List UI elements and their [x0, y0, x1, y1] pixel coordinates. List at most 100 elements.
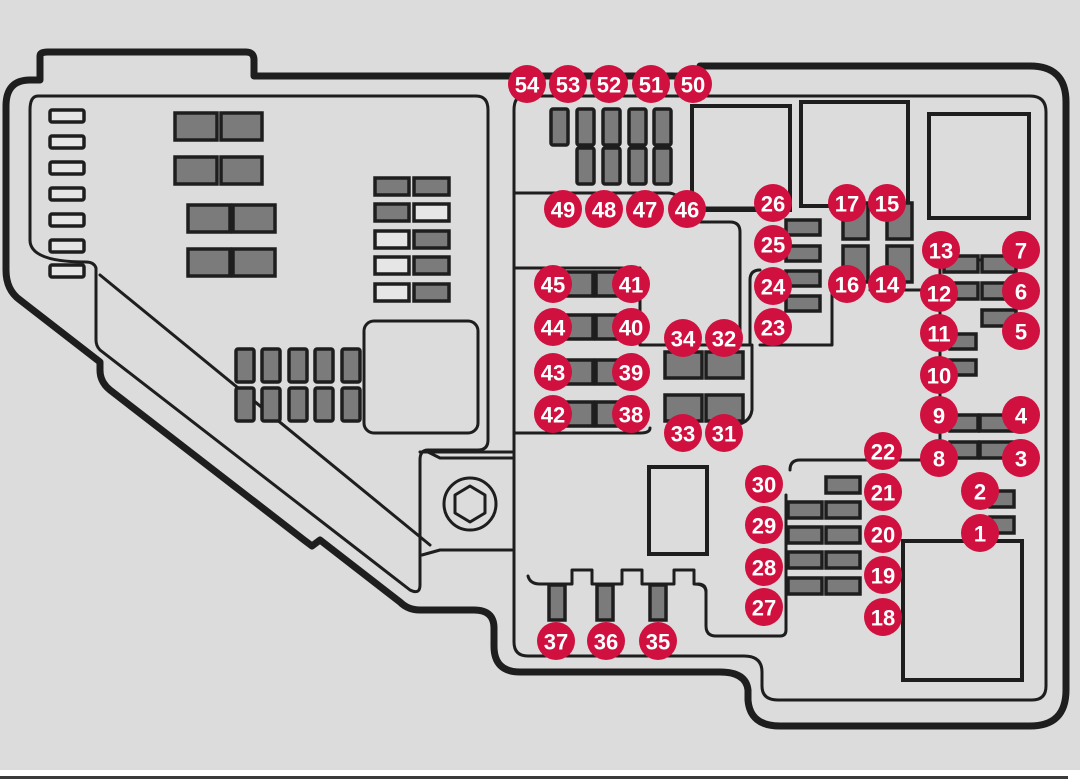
fuse-number-label: 3 — [1015, 447, 1027, 472]
fuse-badge-circle — [864, 556, 902, 594]
left-relay-socket — [362, 319, 480, 435]
fuse-number-label: 4 — [1015, 404, 1028, 429]
fuse-badge-circle — [587, 622, 625, 660]
fuse-badge-circle — [534, 308, 572, 346]
fuse-number-label: 39 — [619, 361, 643, 386]
fuse-badge-11: 11 — [920, 314, 958, 352]
fuse-number-label: 47 — [633, 198, 657, 223]
fuse-badge-circle — [922, 231, 960, 269]
fuse-badge-44: 44 — [534, 308, 572, 346]
fuse-number-label: 10 — [927, 364, 951, 389]
relay-socket-e — [647, 465, 709, 556]
relay-socket-d — [901, 539, 1024, 682]
fuse-badge-circle — [754, 267, 792, 305]
fuse-badge-circle — [668, 190, 706, 228]
fuse-badge-34: 34 — [664, 319, 702, 357]
fuse-badge-46: 46 — [668, 190, 706, 228]
fuse-badge-27: 27 — [745, 588, 783, 626]
fuse-number-label: 1 — [974, 522, 986, 547]
fuse-number-label: 7 — [1015, 239, 1027, 264]
bottom-rule — [0, 776, 1068, 779]
fuse-badge-circle — [612, 265, 650, 303]
top-vertical-fuses — [549, 107, 673, 186]
fuse-badge-19: 19 — [864, 556, 902, 594]
fuse-number-label: 46 — [675, 198, 699, 223]
fuse-badge-circle — [754, 225, 792, 263]
fuse-badge-circle — [920, 356, 958, 394]
fuse-badge-37: 37 — [537, 622, 575, 660]
fuse-badge-51: 51 — [632, 65, 670, 103]
fuse-badge-circle — [920, 314, 958, 352]
fuse-badge-22: 22 — [864, 432, 902, 470]
fuse-badge-41: 41 — [612, 265, 650, 303]
fuse-badge-circle — [590, 65, 628, 103]
fuse-badge-23: 23 — [754, 308, 792, 346]
fuse-badge-40: 40 — [612, 308, 650, 346]
fuse-badge-13: 13 — [922, 231, 960, 269]
fuse-badge-circle — [664, 414, 702, 452]
fuse-number-label: 14 — [875, 273, 900, 298]
fuse-badge-42: 42 — [534, 395, 572, 433]
left-slot-column — [48, 108, 86, 279]
fuse-badge-32: 32 — [705, 319, 743, 357]
fuses-31-34 — [663, 350, 745, 423]
fuse-number-label: 43 — [541, 361, 565, 386]
fuse-number-label: 19 — [871, 564, 895, 589]
fuse-number-label: 33 — [671, 422, 695, 447]
block-23-26-outline — [758, 278, 834, 347]
fuse-number-label: 23 — [761, 316, 785, 341]
fuse-badge-49: 49 — [544, 190, 582, 228]
fuse-badge-circle — [864, 515, 902, 553]
fuse-number-label: 13 — [929, 239, 953, 264]
fuse-number-label: 50 — [681, 73, 705, 98]
fuse-badge-circle — [1002, 439, 1040, 477]
fuses-35-37 — [547, 583, 668, 622]
fuse-number-label: 8 — [933, 447, 945, 472]
fuse-badge-circle — [508, 65, 546, 103]
fuse-number-label: 35 — [646, 630, 670, 655]
fuse-number-label: 49 — [551, 198, 575, 223]
fuse-badge-18: 18 — [864, 598, 902, 636]
fuse-badge-circle — [1002, 231, 1040, 269]
fuse-badge-47: 47 — [626, 190, 664, 228]
fuse-badge-circle — [549, 65, 587, 103]
left-vertical-fuses — [234, 347, 362, 423]
fuse-badge-circle — [534, 265, 572, 303]
fuse-badge-33: 33 — [664, 414, 702, 452]
fuse-badge-1: 1 — [961, 514, 999, 552]
fuse-badge-circle — [828, 265, 866, 303]
fuse-badge-circle — [537, 622, 575, 660]
fuse-badge-circle — [585, 190, 623, 228]
fuse-badge-50: 50 — [674, 65, 712, 103]
fuse-badge-25: 25 — [754, 225, 792, 263]
fuse-badge-circle — [868, 265, 906, 303]
fuse-badge-circle — [745, 506, 783, 544]
fuse-badge-10: 10 — [920, 356, 958, 394]
fuse-number-label: 6 — [1015, 280, 1027, 305]
fuse-number-label: 15 — [875, 192, 899, 217]
fuse-badge-2: 2 — [961, 472, 999, 510]
fuse-badge-circle — [745, 548, 783, 586]
fuse-badge-circle — [534, 395, 572, 433]
fuse-badge-43: 43 — [534, 353, 572, 391]
fuse-badge-circle — [864, 598, 902, 636]
fuse-badge-circle — [705, 319, 743, 357]
fuses-18-21 — [786, 475, 862, 596]
fuse-number-label: 21 — [871, 481, 895, 506]
fuse-badge-4: 4 — [1002, 396, 1040, 434]
fuse-badge-8: 8 — [920, 439, 958, 477]
fuse-badge-54: 54 — [508, 65, 546, 103]
fuse-number-label: 38 — [619, 403, 643, 428]
bolt-bracket — [418, 450, 514, 557]
fuse-badge-38: 38 — [612, 395, 650, 433]
fuse-badge-52: 52 — [590, 65, 628, 103]
fuse-badge-30: 30 — [745, 465, 783, 503]
fuse-number-label: 36 — [594, 630, 618, 655]
fuse-badge-circle — [544, 190, 582, 228]
fuse-number-label: 52 — [597, 73, 621, 98]
fuse-badge-circle — [864, 473, 902, 511]
fuse-badge-21: 21 — [864, 473, 902, 511]
relay-socket-c — [927, 112, 1031, 220]
